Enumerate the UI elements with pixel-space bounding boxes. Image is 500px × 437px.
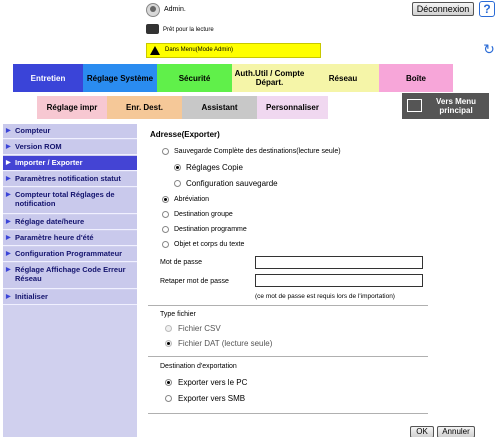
radio-objet-corps[interactable]	[162, 241, 169, 248]
subtab-personnaliser[interactable]: Personnaliser	[257, 96, 328, 119]
menu-icon	[407, 99, 422, 112]
password-confirm-label: Retaper mot de passe	[160, 278, 229, 285]
subtab-reglage-impr[interactable]: Réglage impr	[37, 96, 107, 119]
admin-user-icon	[146, 3, 160, 17]
cancel-button[interactable]: Annuler	[437, 426, 475, 437]
label-fichier-csv: Fichier CSV	[178, 324, 221, 333]
radio-abreviation[interactable]	[162, 196, 169, 203]
export-destination-title: Destination d'exportation	[160, 363, 237, 370]
radio-full-backup[interactable]	[162, 148, 169, 155]
sidebar-item-code-erreur[interactable]: Réglage Affichage Code Erreur Réseau	[3, 263, 137, 289]
password-note: (ce mot de passe est requis lors de l'im…	[255, 293, 395, 300]
sidebar-item-heure-ete[interactable]: Paramètre heure d'été	[3, 231, 137, 246]
tab-entretien[interactable]: Entretien	[13, 64, 83, 92]
tab-securite[interactable]: Sécurité	[157, 64, 232, 92]
label-full-backup: Sauvegarde Complète des destinations(lec…	[174, 148, 341, 155]
label-config-sauvegarde: Configuration sauvegarde	[186, 179, 278, 188]
file-type-title: Type fichier	[160, 311, 196, 318]
sidebar-item-compteur-total[interactable]: Compteur total Réglages de notification	[3, 188, 137, 214]
sidebar-item-programmateur[interactable]: Configuration Programmateur	[3, 247, 137, 262]
radio-fichier-dat[interactable]	[165, 340, 172, 347]
divider	[148, 305, 428, 306]
ok-button[interactable]: OK	[410, 426, 434, 437]
radio-fichier-csv[interactable]	[165, 325, 172, 332]
sidebar-item-notification-statut[interactable]: Paramètres notification statut	[3, 172, 137, 187]
subtab-assistant[interactable]: Assistant	[182, 96, 257, 119]
subtab-enr-dest[interactable]: Enr. Dest.	[107, 96, 182, 119]
radio-destination-groupe[interactable]	[162, 211, 169, 218]
logout-button[interactable]: Déconnexion	[412, 2, 474, 16]
printer-status-icon	[146, 24, 159, 34]
main-menu-label: Vers Menu principal	[435, 97, 476, 115]
label-fichier-dat: Fichier DAT (lecture seule)	[178, 339, 273, 348]
radio-export-smb[interactable]	[165, 395, 172, 402]
label-export-smb: Exporter vers SMB	[178, 394, 246, 403]
tab-reseau[interactable]: Réseau	[307, 64, 379, 92]
tab-boite[interactable]: Boîte	[379, 64, 453, 92]
sidebar-item-version-rom[interactable]: Version ROM	[3, 140, 137, 155]
warning-icon	[150, 46, 160, 55]
password-label: Mot de passe	[160, 259, 203, 266]
sidebar-item-initialiser[interactable]: Initialiser	[3, 290, 137, 305]
password-confirm-field[interactable]	[255, 274, 423, 287]
sidebar-item-importer-exporter[interactable]: Importer / Exporter	[3, 156, 137, 171]
radio-reglages-copie[interactable]	[174, 164, 181, 171]
page-title: Adresse(Exporter)	[150, 130, 220, 139]
radio-config-sauvegarde[interactable]	[174, 180, 181, 187]
admin-mode-banner	[146, 43, 321, 58]
tab-reglage-systeme[interactable]: Réglage Système	[83, 64, 157, 92]
label-objet-corps: Objet et corps du texte	[174, 241, 245, 248]
sidebar-item-date-heure[interactable]: Réglage date/heure	[3, 215, 137, 230]
divider	[148, 356, 428, 357]
label-reglages-copie: Réglages Copie	[186, 163, 243, 172]
radio-export-pc[interactable]	[165, 379, 172, 386]
divider	[148, 413, 428, 414]
label-export-pc: Exporter vers le PC	[178, 378, 248, 387]
password-field[interactable]	[255, 256, 423, 269]
refresh-icon[interactable]: ↻	[483, 41, 495, 57]
tab-auth-util[interactable]: Auth.Util / Compte Départ.	[232, 64, 307, 92]
label-abreviation: Abréviation	[174, 196, 210, 203]
printer-status-text: Prêt pour la lecture	[163, 27, 214, 33]
admin-user-label: Admin.	[164, 6, 186, 13]
label-destination-groupe: Destination groupe	[174, 211, 233, 218]
admin-mode-text: Dans Menu(Mode Admin)	[165, 47, 234, 53]
label-destination-programme: Destination programme	[174, 226, 247, 233]
help-icon[interactable]: ?	[479, 1, 495, 17]
radio-destination-programme[interactable]	[162, 226, 169, 233]
main-menu-button[interactable]: Vers Menu principal	[402, 93, 489, 119]
sidebar-item-compteur[interactable]: Compteur	[3, 124, 137, 139]
